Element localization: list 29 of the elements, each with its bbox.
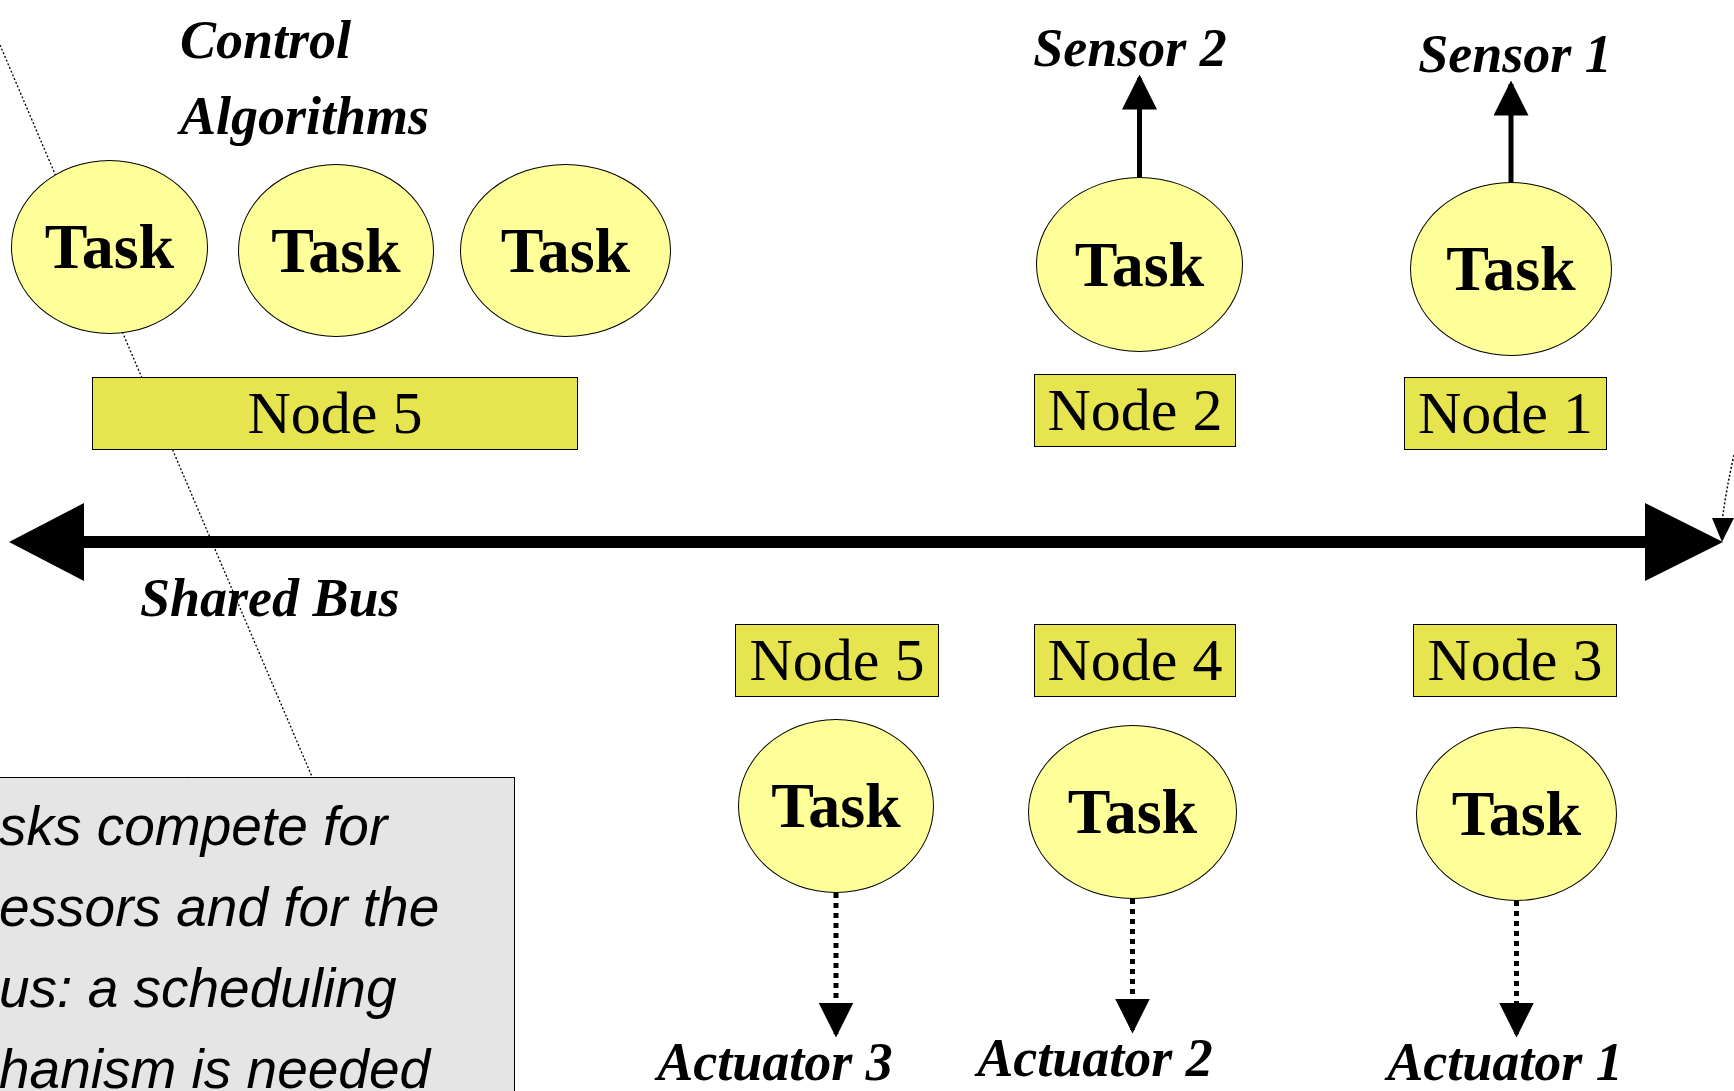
arrow	[1122, 74, 1157, 177]
node-label: Node 5	[749, 626, 925, 695]
node-label: Task	[500, 213, 631, 288]
node-label: Node 4	[1047, 626, 1223, 695]
node-box	[1034, 624, 1236, 697]
node-label: Task	[271, 213, 401, 288]
dashed-arrow	[1115, 899, 1150, 1034]
note-box	[0, 777, 515, 1091]
dashed-arrow	[1499, 901, 1534, 1038]
node-box	[735, 624, 939, 697]
node-label: Node 3	[1427, 626, 1603, 695]
dashed-arrow	[818, 893, 854, 1038]
node-box	[92, 377, 578, 450]
node-box	[1413, 624, 1617, 697]
device-label: Sensor 2	[1033, 21, 1227, 75]
node-label: Task	[1446, 232, 1576, 306]
node-label: Task	[44, 210, 175, 284]
node-label: Node 2	[1047, 376, 1223, 445]
node-label: Task	[1067, 775, 1198, 849]
node-label: Task	[771, 769, 901, 843]
node-box	[1404, 377, 1607, 450]
node-label: Node 1	[1418, 379, 1593, 448]
node-label: Node 5	[247, 379, 423, 448]
node-box	[1034, 374, 1236, 447]
bus-label: Shared Bus	[140, 567, 401, 630]
node-label: Task	[1451, 777, 1582, 851]
node-label: Task	[1074, 227, 1205, 302]
arrow	[1493, 80, 1529, 182]
device-label: Sensor 1	[1418, 27, 1612, 81]
